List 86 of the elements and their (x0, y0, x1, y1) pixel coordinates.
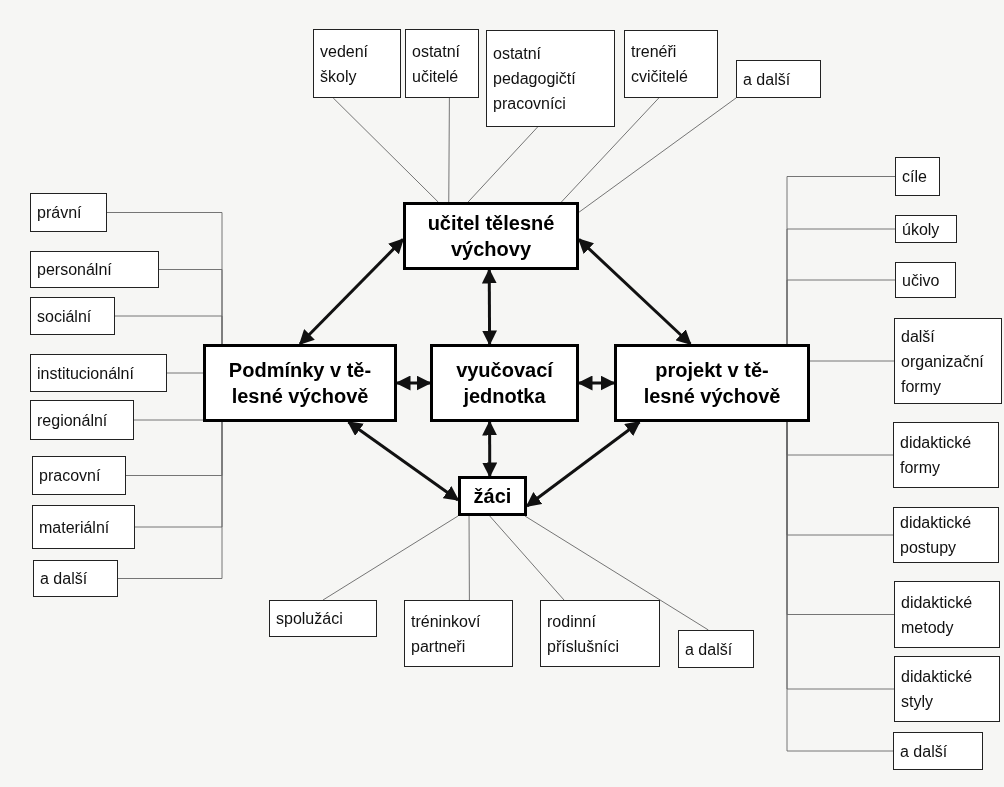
double-arrow (395, 375, 432, 391)
category-box (32, 505, 135, 549)
concept-label: Podmínky v tě- lesné výchově (227, 358, 373, 409)
category-label: regionální (37, 410, 109, 431)
category-box (30, 193, 107, 232)
connector-line (560, 97, 660, 203)
category-label: ostatní pedagogičtí pracovníci (493, 44, 577, 114)
category-box (893, 507, 999, 563)
concept-label: učitel tělesné výchovy (426, 211, 556, 262)
category-label: sociální (37, 306, 93, 327)
category-label: materiální (39, 517, 111, 538)
category-box (894, 581, 1000, 648)
connector-line (786, 421, 894, 752)
category-box (404, 600, 513, 667)
category-label: vedení školy (320, 41, 370, 87)
category-box (894, 318, 1002, 404)
concept-label: žáci (473, 484, 512, 509)
double-arrow (577, 238, 692, 346)
category-label: institucionální (37, 363, 135, 384)
connector-line (322, 515, 459, 601)
category-box (269, 600, 377, 637)
category-label: a další (900, 741, 949, 762)
category-box (32, 456, 126, 495)
concept-box (403, 202, 579, 270)
concept-box (203, 344, 397, 422)
category-label: trenéři cvičitelé (631, 42, 689, 87)
connector-line (468, 515, 470, 601)
category-label: didaktické formy (900, 433, 973, 478)
category-label: ostatní učitelé (412, 41, 462, 87)
category-box (486, 30, 615, 127)
concept-box (458, 476, 527, 516)
double-arrow (298, 238, 405, 346)
category-label: didaktické postupy (900, 513, 973, 558)
category-box (893, 732, 983, 770)
category-box (33, 560, 118, 597)
category-label: didaktické metody (901, 592, 974, 638)
connector-line (467, 126, 539, 203)
concept-box (430, 344, 579, 422)
category-label: právní (37, 203, 83, 223)
category-box (30, 354, 167, 392)
concept-label: projekt v tě- lesné výchově (642, 358, 782, 409)
category-box (30, 297, 115, 335)
category-label: učivo (902, 270, 941, 291)
connector-line (166, 372, 204, 374)
connector-line (578, 97, 737, 213)
category-box (405, 29, 479, 98)
connector-line (786, 279, 896, 345)
category-box (624, 30, 718, 98)
category-box (30, 400, 134, 440)
category-label: tréninkoví partneři (411, 611, 482, 657)
double-arrow (347, 420, 460, 502)
connector-line (117, 421, 223, 579)
connector-line (524, 515, 709, 631)
category-label: pracovní (39, 466, 102, 486)
connector-line (809, 360, 895, 362)
category-box (894, 656, 1000, 722)
category-label: a další (40, 569, 89, 589)
double-arrow (577, 375, 616, 391)
category-box (895, 262, 956, 298)
category-label: personální (37, 260, 113, 280)
connector-line (114, 315, 223, 345)
category-label: didaktické styly (901, 667, 974, 712)
category-label: a další (743, 69, 792, 90)
category-box (895, 157, 940, 196)
category-label: rodinní příslušníci (547, 611, 621, 657)
category-label: cíle (902, 167, 928, 187)
connector-line (133, 419, 204, 421)
category-box (895, 215, 957, 243)
connector-line (332, 97, 439, 203)
category-box (736, 60, 821, 98)
double-arrow (481, 268, 498, 346)
connector-line (448, 97, 450, 203)
double-arrow (482, 420, 498, 478)
category-label: další organizační formy (901, 326, 985, 397)
category-box (313, 29, 401, 98)
category-box (30, 251, 159, 288)
connector-line (489, 515, 565, 601)
category-label: úkoly (902, 219, 941, 240)
category-box (893, 422, 999, 488)
category-box (678, 630, 754, 668)
concept-box (614, 344, 810, 422)
concept-label: vyučovací jednotka (455, 358, 555, 409)
category-label: spolužáci (276, 609, 344, 629)
double-arrow (525, 420, 641, 508)
category-box (540, 600, 660, 667)
category-label: a další (685, 639, 734, 660)
